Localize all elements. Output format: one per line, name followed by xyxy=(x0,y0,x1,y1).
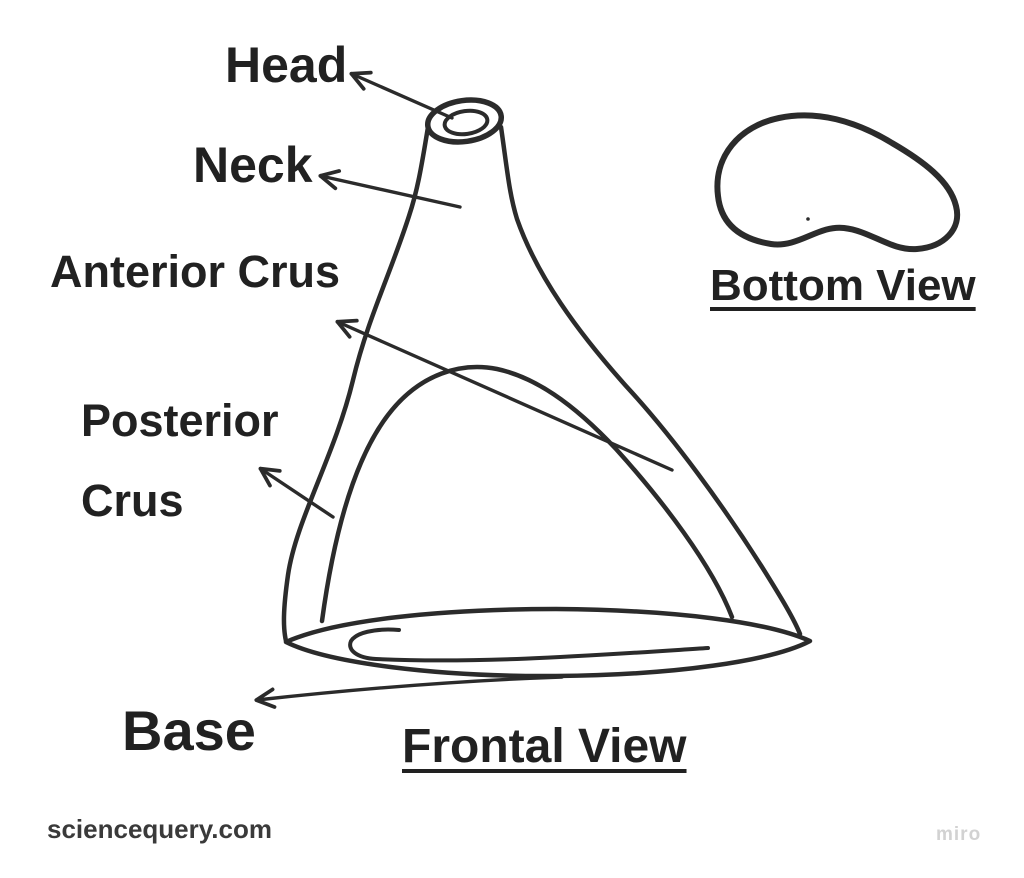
miro-watermark: miro xyxy=(936,824,982,845)
label-anterior-crus: Anterior Crus xyxy=(50,246,341,297)
head-leader-arrow xyxy=(349,70,454,120)
stapes-head-inner-rim xyxy=(442,108,490,137)
label-neck: Neck xyxy=(193,137,313,193)
source-watermark: sciencequery.com xyxy=(47,814,272,844)
stapes-inner-arch xyxy=(319,364,735,624)
neck-leader-arrow xyxy=(318,169,462,209)
stapes-base-plate xyxy=(283,606,813,679)
label-head: Head xyxy=(225,37,348,93)
bottom-view-dot xyxy=(806,217,810,221)
caption-frontal-view: Frontal View xyxy=(402,720,687,773)
label-base: Base xyxy=(122,699,256,762)
anterior-crus-leader-arrow xyxy=(335,318,674,472)
stapes-base-inner-line xyxy=(348,627,710,663)
posterior-crus-leader-arrow xyxy=(258,466,335,519)
stapes-left-outline xyxy=(281,124,431,644)
caption-bottom-view: Bottom View xyxy=(710,261,976,310)
stapes-head-outer-rim xyxy=(424,97,505,145)
base-leader-arrow xyxy=(254,675,564,709)
label-posterior-crus-line2: Crus xyxy=(81,475,184,526)
stapes-right-outline xyxy=(498,124,803,637)
bottom-view-outline xyxy=(714,112,961,253)
label-posterior-crus-line1: Posterior xyxy=(81,395,279,446)
